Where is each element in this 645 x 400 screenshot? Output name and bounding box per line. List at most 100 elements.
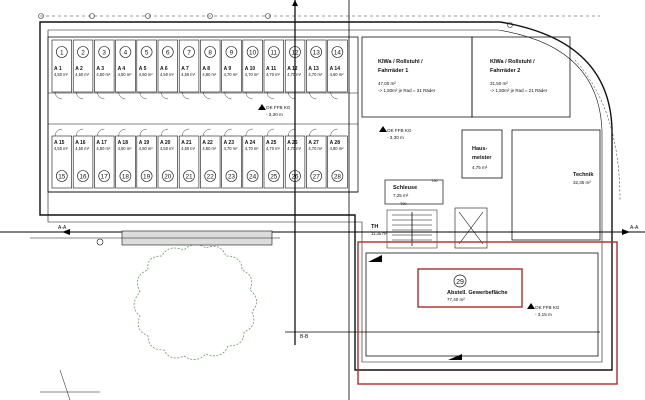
- storage-unit-outline: [263, 39, 285, 93]
- storage-unit-outline: [263, 135, 285, 189]
- storage-unit-outline: [178, 39, 200, 93]
- unit-area: 4,50 m²: [96, 146, 111, 151]
- unit-number: 27: [313, 173, 321, 180]
- unit-number: 25: [270, 173, 278, 180]
- unit-number: 15: [58, 173, 66, 180]
- unit-number: 16: [79, 173, 87, 180]
- unit-code: A 1: [54, 66, 62, 72]
- level-value-lobby: - 3,30 m: [387, 135, 404, 140]
- unit-number: 17: [101, 173, 109, 180]
- unit-number-circle: [331, 170, 344, 182]
- storage-unit: 7A 74,50 m²: [178, 39, 200, 100]
- unit-number-circle: [98, 170, 110, 182]
- door-swing: [266, 128, 275, 137]
- unit-code: A 12: [287, 66, 298, 72]
- door-swing: [97, 91, 105, 100]
- storage-unit: 1A 14,50 m²: [51, 39, 73, 100]
- unit-area: 4,70 m²: [308, 146, 323, 151]
- unit-area: 4,50 m²: [75, 72, 90, 77]
- unit-number-circle: [225, 170, 238, 182]
- unit-number: 21: [185, 173, 193, 180]
- unit-number: 10: [249, 49, 257, 56]
- unit-code: A 19: [139, 140, 150, 146]
- unit-number-circle: [140, 46, 153, 58]
- unit-code: A 4: [118, 66, 126, 72]
- unit-area: 4,50 m²: [54, 72, 69, 77]
- unit-number-circle: [204, 46, 216, 58]
- door-swing: [118, 91, 126, 100]
- door-swing: [182, 128, 190, 137]
- unit-number-circle: [289, 170, 301, 182]
- unit-code: A 25: [266, 140, 277, 146]
- door-swing: [288, 128, 296, 137]
- storage-unit-outline: [306, 135, 327, 189]
- unit-code: A 16: [75, 140, 86, 146]
- unit-code: A 6: [160, 66, 168, 72]
- storage-unit-outline: [136, 135, 157, 189]
- unit-number: 3: [102, 49, 106, 56]
- level-value-corridor: - 3,30 m: [266, 112, 283, 117]
- room-hausmeister-name1: Haus-: [472, 146, 487, 152]
- room-technik-name: Technik: [573, 172, 594, 178]
- level-label-lobby: OK FFB KG: [387, 128, 412, 133]
- unit-area: 4,50 m²: [75, 146, 90, 151]
- unit-number-circle: [162, 170, 174, 182]
- room-bike-1-area: 47,00 m²: [378, 81, 396, 86]
- unit-number: 13: [313, 49, 321, 56]
- storage-unit: 21A 214,50 m²: [178, 128, 200, 189]
- door-swing: [309, 128, 317, 137]
- storage-unit-outline: [94, 135, 115, 189]
- room-schleuse-area: 7,25 m²: [393, 193, 409, 198]
- section-label-a-a-left: A-A: [58, 225, 67, 231]
- unit-number: 4: [124, 49, 128, 56]
- door-swing: [203, 91, 211, 100]
- unit-number-circle: [267, 170, 280, 182]
- unit-code: A 15: [54, 140, 65, 146]
- storage-unit-outline: [242, 39, 263, 93]
- storage-unit: 16 A 164,50 m²: [72, 128, 94, 189]
- room-bike-2: KIWa / Rollstuhl / Fahrräder 2 31,50 m² …: [471, 36, 571, 118]
- level-marker-gewerbe: OK FFB KG - 3,15 m: [527, 303, 560, 317]
- unit-code: A 24: [245, 140, 256, 146]
- door-swing: [182, 91, 190, 100]
- storage-unit: 22A 224,80 m²: [200, 128, 221, 189]
- door-swing: [245, 91, 253, 100]
- room-hausmeister-name2: meister: [472, 155, 492, 161]
- room-gewerbe: [365, 252, 599, 360]
- unit-number-circle: [267, 46, 280, 58]
- highlight-frame-outer: [357, 241, 618, 385]
- storage-unit-outline: [327, 39, 348, 93]
- storage-unit-outline: [115, 39, 136, 93]
- room-gewerbe-num: 29: [456, 279, 464, 286]
- unit-code: A 21: [181, 140, 192, 146]
- storage-unit: 27A 274,70 m²: [306, 128, 327, 189]
- room-bike-1: KIWa / Rollstuhl / Fahrräder 1 47,00 m² …: [361, 36, 473, 118]
- room-schleuse: Schleuse 7,25 m² T90 T90: [384, 179, 444, 206]
- storage-block: [47, 36, 359, 193]
- unit-number-circle: [162, 46, 174, 58]
- door-swing: [224, 91, 232, 100]
- unit-area: 4,70 m²: [245, 72, 260, 77]
- unit-area: 4,70 m²: [224, 146, 239, 151]
- unit-code: A 23: [224, 140, 235, 146]
- unit-number-circle: [204, 170, 216, 182]
- unit-area: 4,50 m²: [139, 146, 154, 151]
- storage-unit-outline: [157, 39, 179, 93]
- door-swing: [266, 91, 275, 100]
- unit-code: A 22: [202, 140, 213, 146]
- unit-code: A 13: [308, 66, 319, 72]
- storage-unit-outline: [136, 39, 157, 93]
- storage-unit: 5A 54,50 m²: [136, 39, 157, 100]
- unit-code: A 10: [245, 66, 256, 72]
- storage-unit-outline: [94, 39, 115, 93]
- unit-number: 11: [270, 49, 277, 56]
- unit-area: 4,70 m²: [308, 72, 323, 77]
- storage-unit: 14A 144,60 m²: [327, 39, 348, 100]
- unit-number-circle: [140, 170, 153, 182]
- storage-unit-outline: [178, 135, 200, 189]
- grid-axis-markers: [38, 13, 600, 28]
- section-label-a-a-right: A-A: [630, 225, 639, 231]
- storage-unit: 19A 194,50 m²: [136, 128, 157, 189]
